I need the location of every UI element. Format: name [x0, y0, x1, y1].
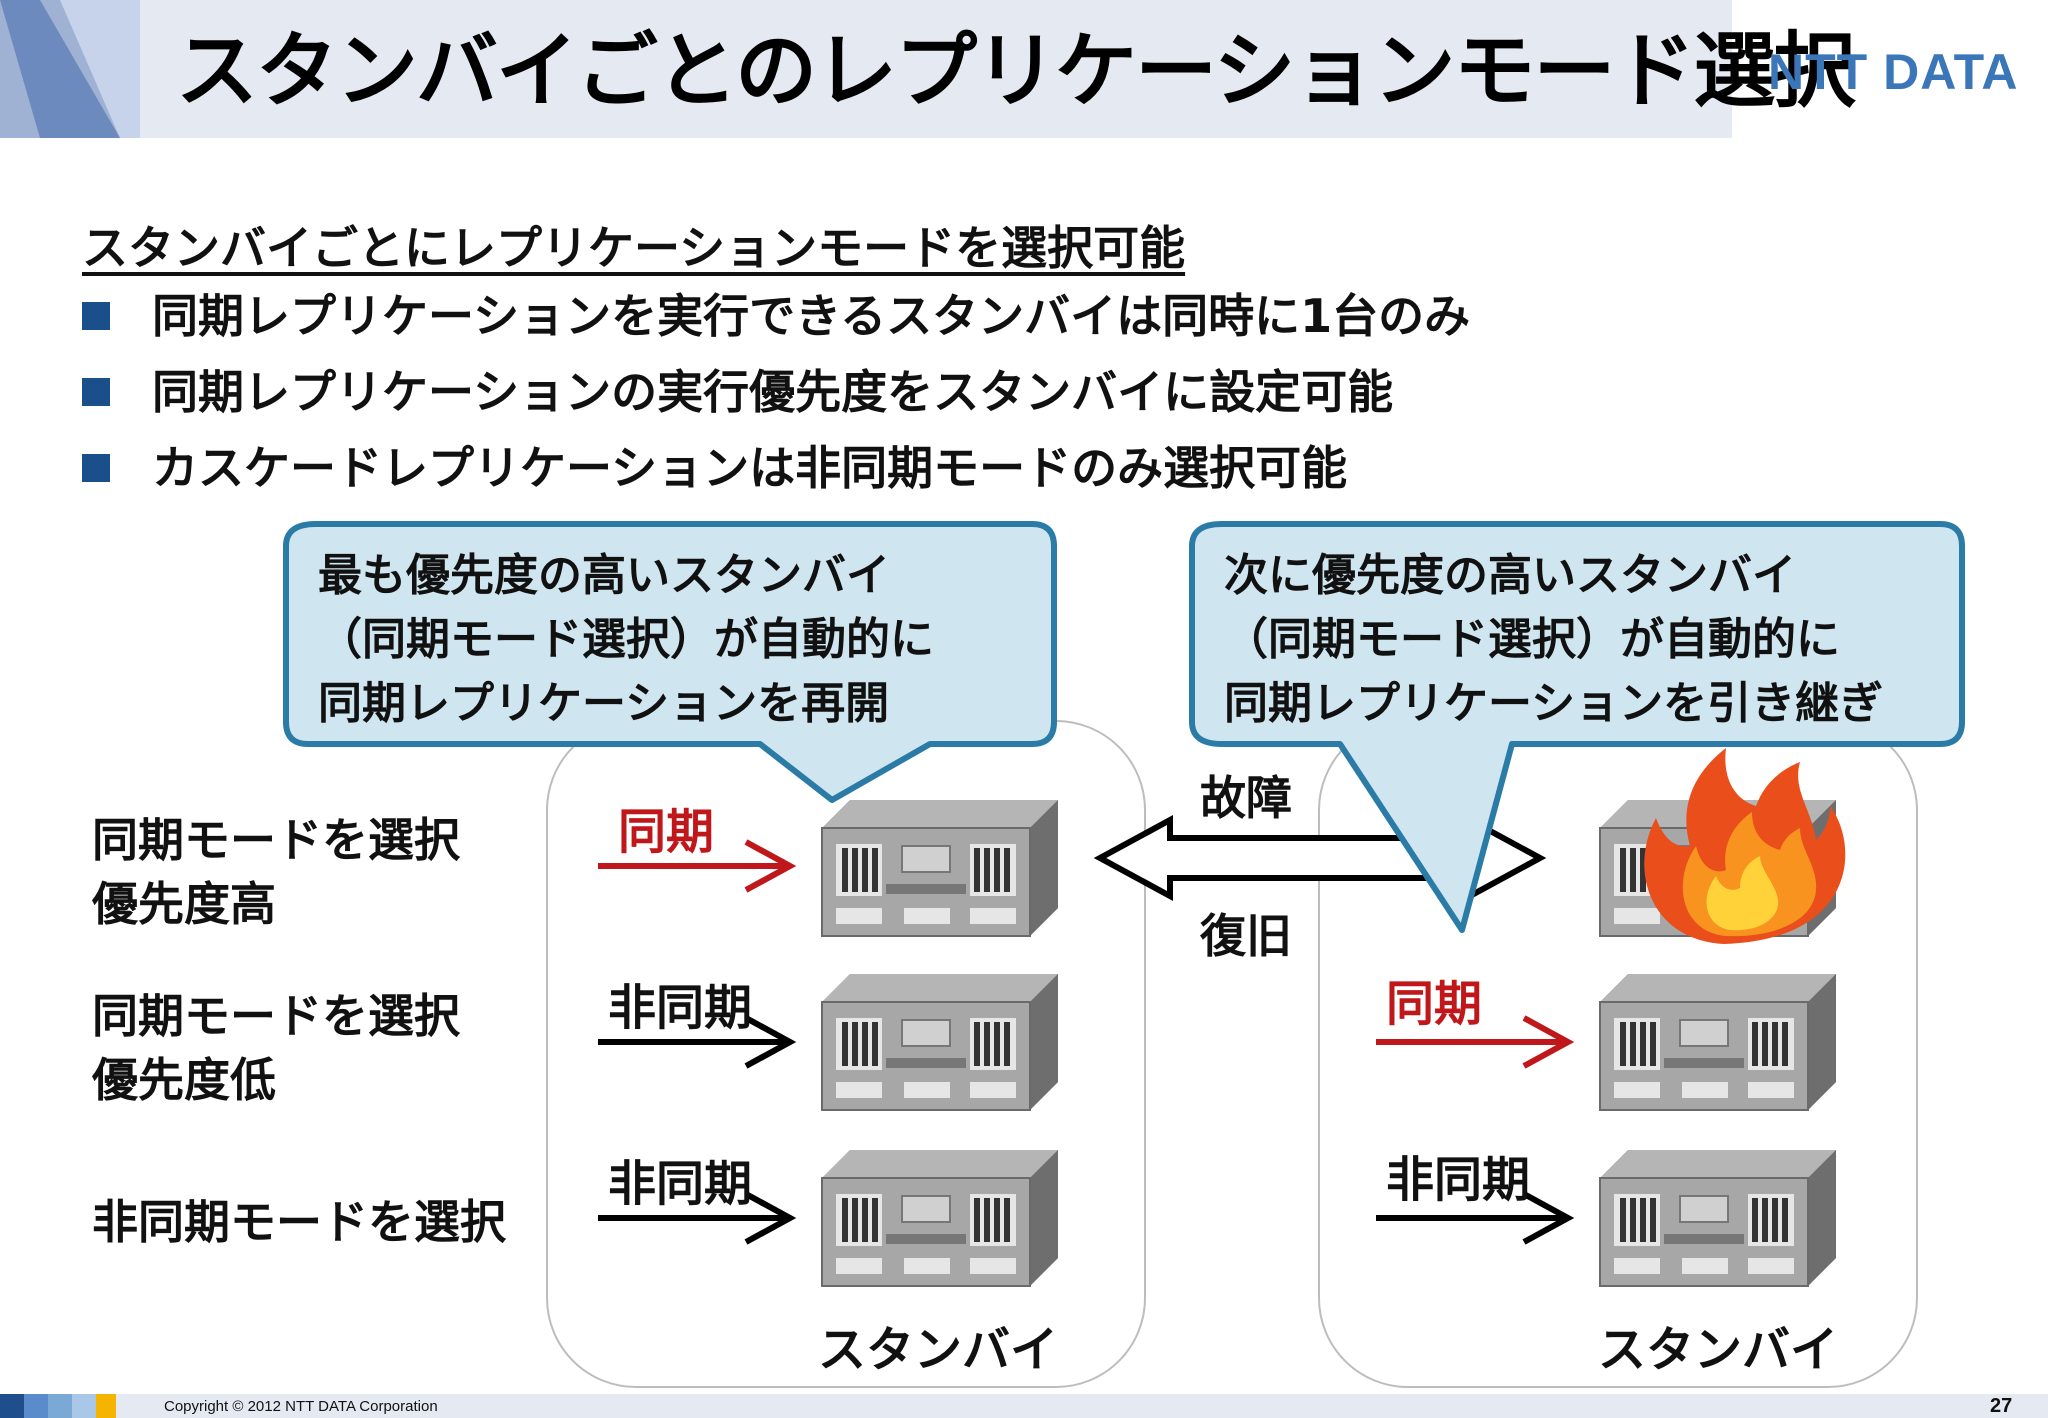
mode-high-label: 同期モードを選択 優先度高 — [92, 813, 460, 931]
arrow-right-icon — [598, 1015, 797, 1069]
recovery-label: 復旧 — [1200, 909, 1292, 963]
failure-label: 故障 — [1200, 771, 1292, 825]
bullet-square-icon — [82, 453, 110, 482]
arrow-right-icon — [598, 1191, 797, 1245]
bullet-square-icon — [82, 377, 110, 406]
callout-left-text: 最も優先度の高いスタンバイ （同期モード選択）が自動的に 同期レプリケーションを… — [318, 550, 934, 729]
fire-icon — [1644, 748, 1846, 944]
async-label: 非同期 — [608, 1156, 753, 1212]
arrow-right-icon — [1376, 1191, 1575, 1245]
logo-area — [1732, 0, 2048, 138]
sync-label: 同期 — [618, 804, 715, 860]
copyright-text: Copyright © 2012 NTT DATA Corporation — [164, 1398, 438, 1415]
standby-label: スタンバイ — [818, 1322, 1059, 1378]
mode-async-label: 非同期モードを選択 — [92, 1195, 506, 1249]
bullet-item: 同期レプリケーションの実行優先度をスタンバイに設定可能 — [82, 360, 1393, 424]
server-icon — [1599, 973, 1837, 1111]
footer-color-strip — [0, 1394, 116, 1418]
sync-label: 同期 — [1386, 976, 1483, 1032]
callout-bubble-right — [1189, 521, 1965, 933]
server-icon — [821, 1149, 1059, 1287]
bullet-item: 同期レプリケーションを実行できるスタンバイは同時に1台のみ — [82, 284, 1470, 348]
page-number: 27 — [1990, 1395, 2013, 1417]
standby-label: スタンバイ — [1598, 1322, 1839, 1378]
bullet-square-icon — [82, 301, 110, 330]
server-icon — [821, 973, 1059, 1111]
bullet-item: カスケードレプリケーションは非同期モードのみ選択可能 — [82, 436, 1347, 500]
server-icon — [1599, 1149, 1837, 1287]
async-label: 非同期 — [1386, 1152, 1531, 1208]
page-title: スタンバイごとのレプリケーションモード選択 — [176, 24, 1856, 119]
footer-band — [0, 1394, 2048, 1418]
arrow-right-icon — [1376, 1015, 1575, 1069]
header-band — [0, 0, 2048, 138]
header-decoration — [0, 0, 140, 138]
server-icon — [821, 799, 1059, 937]
async-label: 非同期 — [608, 980, 753, 1036]
callout-right-text: 次に優先度の高いスタンバイ （同期モード選択）が自動的に 同期レプリケーションを… — [1224, 550, 1884, 729]
company-logo: NTT DATA — [1768, 44, 2019, 100]
arrow-right-icon — [598, 839, 797, 893]
callout-bubble-left — [283, 521, 1057, 803]
mode-low-label: 同期モードを選択 優先度低 — [92, 989, 460, 1107]
intro-heading: スタンバイごとにレプリケーションモードを選択可能 — [82, 221, 1186, 275]
